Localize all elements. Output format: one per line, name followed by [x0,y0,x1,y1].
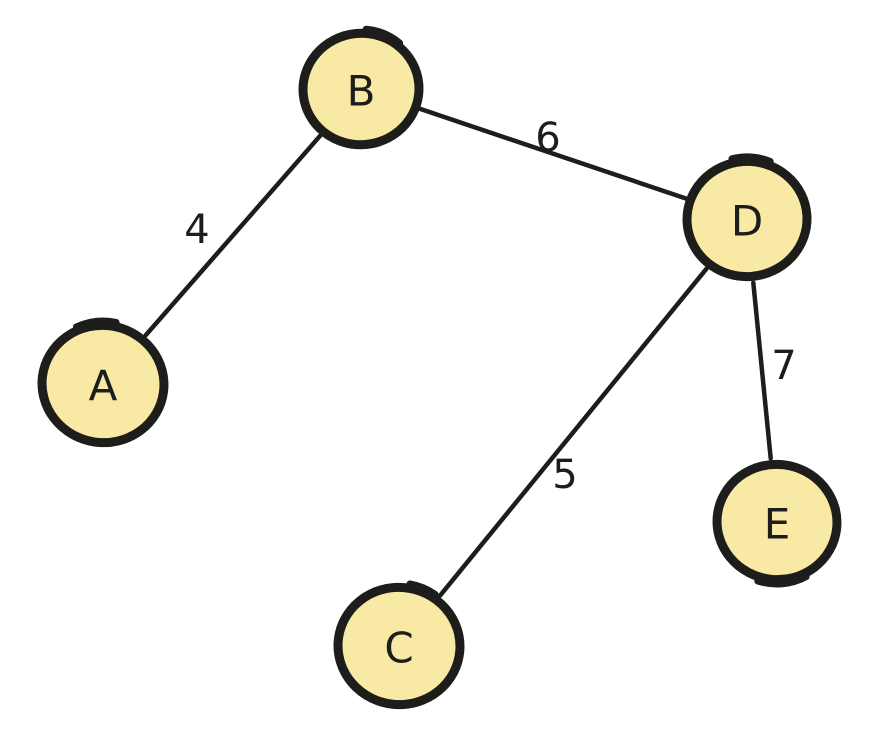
edge-weight-B-A: 4 [184,207,209,253]
node-A-circle [37,320,169,448]
node-B-pen-stroke [362,25,404,47]
node-E-circle [712,459,842,585]
node-B: B [298,25,424,150]
node-A: A [37,317,169,448]
edge-B-A [143,133,323,338]
edge-B-D [417,106,689,201]
node-C-label: C [384,624,413,673]
node-D-circle [682,156,812,282]
node-B-circle [298,28,424,150]
edge-weight-D-C: 5 [552,452,577,498]
node-D: D [682,153,812,282]
node-E: E [712,459,842,588]
node-B-label: B [347,67,376,116]
node-E-pen-stroke [754,573,810,588]
edge-D-E [751,280,773,461]
edge-weight-B-D: 6 [535,115,560,161]
edge-weight-D-E: 7 [771,343,796,389]
edge-D-C [437,266,709,598]
node-C-circle [333,582,465,710]
node-A-label: A [89,362,118,411]
node-C: C [333,580,465,710]
node-E-label: E [764,500,791,549]
node-D-label: D [731,197,763,246]
node-A-pen-stroke [72,317,120,331]
node-D-pen-stroke [728,153,774,165]
node-C-pen-stroke [406,580,439,598]
